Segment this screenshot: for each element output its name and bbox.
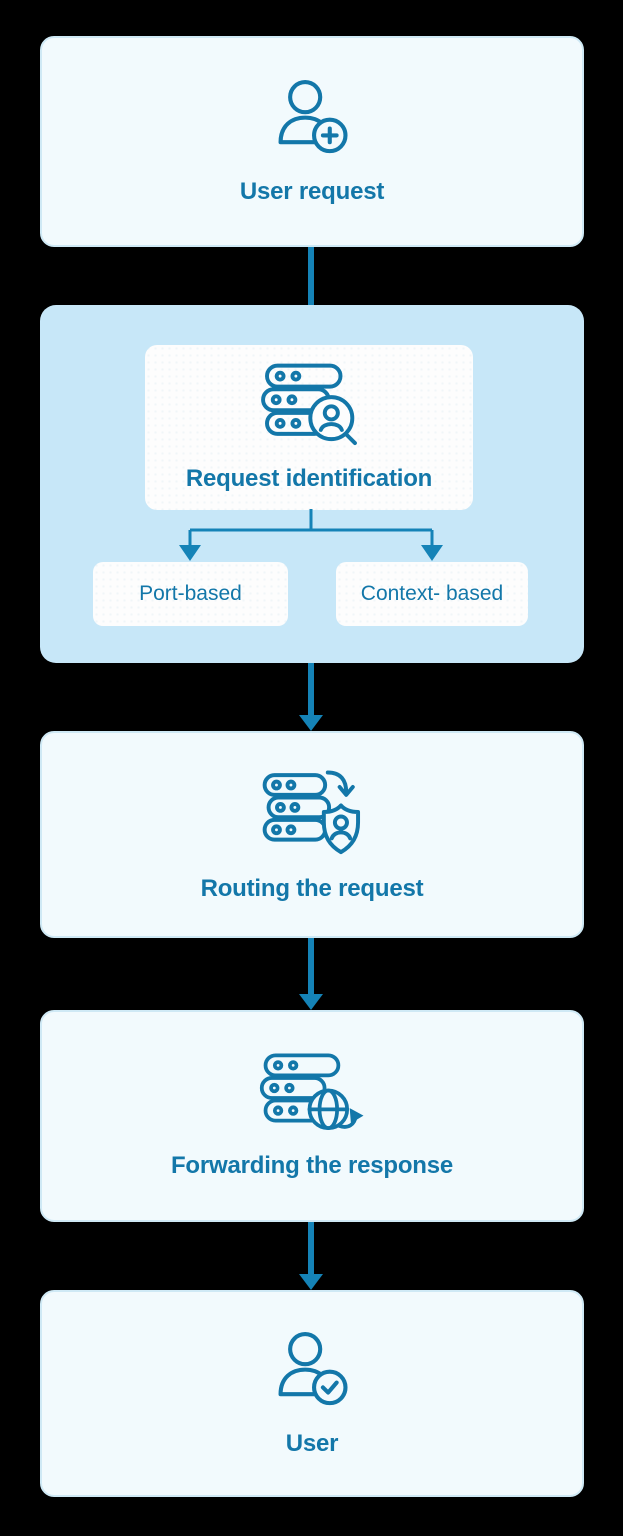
node-label-context-based: Context- based (360, 582, 504, 605)
node-routing-the-request: Routing the request (40, 731, 584, 938)
node-user: User (40, 1290, 584, 1497)
user-plus-icon (266, 78, 358, 160)
node-port-based: Port-based (93, 562, 288, 626)
node-user-request: User request (40, 36, 584, 247)
server-globe-icon (258, 1052, 366, 1134)
node-label-forwarding-the-response: Forwarding the response (170, 1152, 454, 1179)
node-label-port-based: Port-based (139, 582, 242, 605)
node-label-user: User (285, 1429, 339, 1457)
user-check-icon (266, 1330, 358, 1412)
server-shield-icon (262, 767, 362, 857)
node-label-request-identification: Request identification (185, 464, 433, 492)
node-label-routing-the-request: Routing the request (200, 874, 424, 902)
node-label-user-request: User request (239, 177, 385, 205)
node-context-based: Context- based (336, 562, 528, 626)
branch-connector (179, 509, 443, 561)
server-search-icon (259, 363, 359, 447)
node-request-identification: Request identification (145, 345, 473, 510)
node-forwarding-the-response: Forwarding the response (40, 1010, 584, 1222)
